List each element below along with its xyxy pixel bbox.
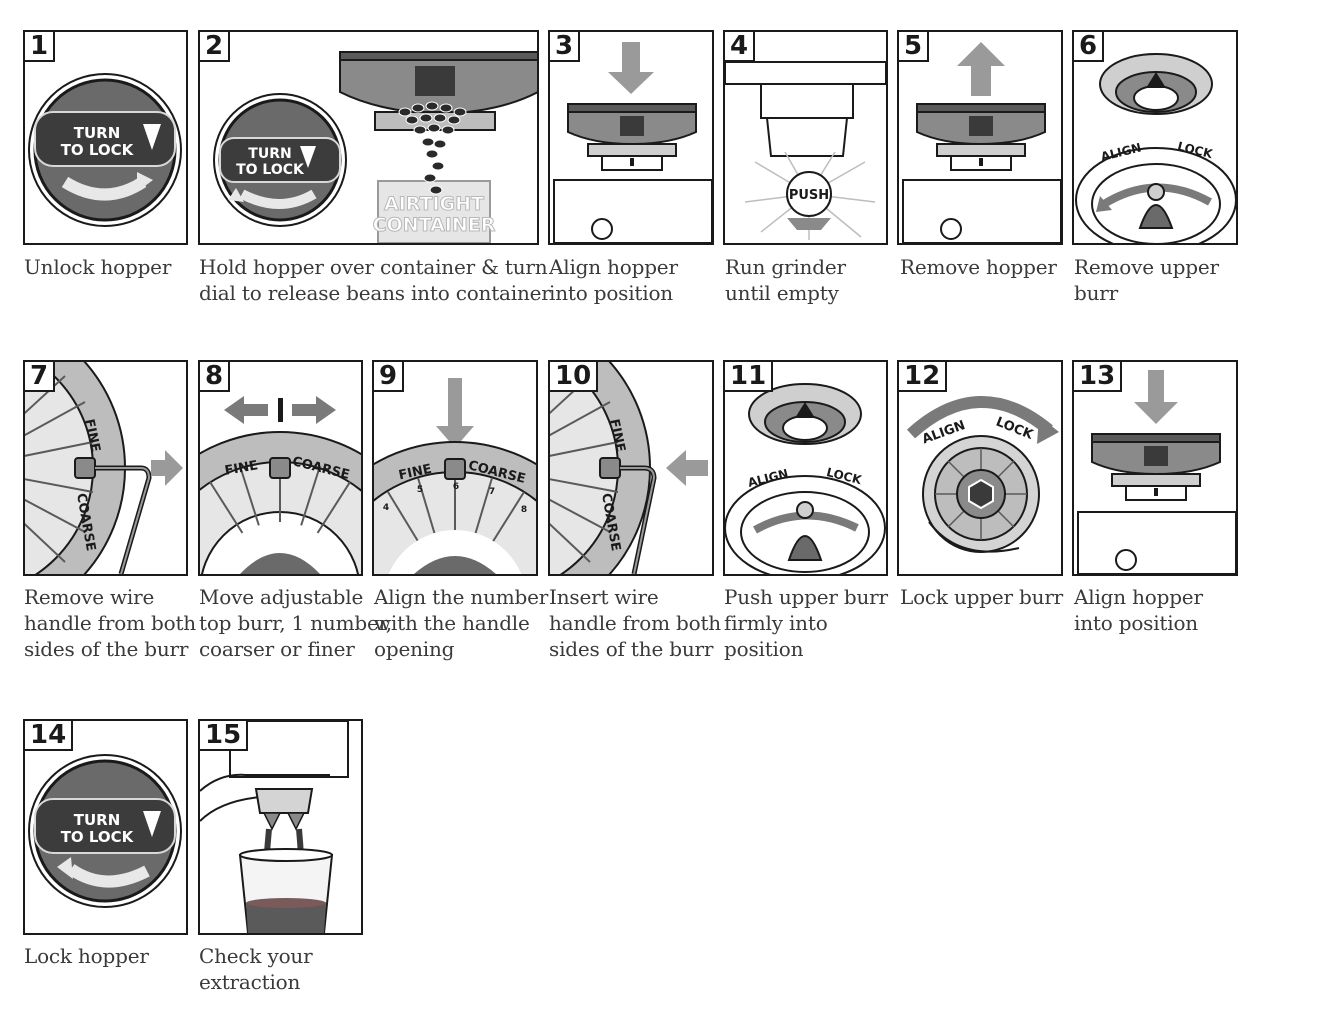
coffee-beans-icon	[398, 101, 467, 195]
step-5-caption: Remove hopper	[900, 255, 1057, 279]
scale-number: 8	[521, 505, 527, 515]
up-arrow-icon	[1146, 72, 1166, 88]
step-14-panel: 14 TURN TO LOCK	[23, 719, 188, 935]
step-7-panel: 7 FINE COARSE	[23, 360, 188, 576]
step-13-caption: Align hopper into position	[1074, 585, 1203, 635]
step-number: 15	[200, 721, 249, 751]
push-label: PUSH	[789, 188, 829, 203]
step-12-caption: Lock upper burr	[900, 585, 1064, 609]
step-number: 8	[200, 362, 231, 392]
fine-label: FINE	[81, 418, 103, 454]
step-1-panel: 1 TURN TO LOCK	[23, 30, 188, 245]
remove-handle-illustration: FINE COARSE	[25, 362, 183, 574]
step-2-caption: Hold hopper over container & turn dial t…	[199, 255, 551, 305]
push-button	[786, 171, 832, 217]
dial-text-2: TO LOCK	[61, 141, 135, 159]
remove-burr-illustration: ALIGN LOCK	[1075, 53, 1236, 243]
adjust-burr-illustration: FINE COARSE	[200, 396, 361, 574]
left-arrow-icon	[666, 450, 708, 486]
turn-arrow-icon	[67, 863, 150, 888]
step-8-caption: Move adjustable top burr, 1 number, coar…	[199, 585, 392, 661]
dial-text-2: TO LOCK	[61, 828, 135, 846]
fine-label: FINE	[224, 458, 260, 479]
portafilter	[254, 788, 314, 814]
pour-beans-illustration: TURN TO LOCK AIRTIGHT CONTAINER	[213, 51, 537, 243]
step-number: 4	[725, 32, 756, 62]
step-number: 3	[550, 32, 581, 62]
triangle-pointer-icon	[143, 811, 161, 837]
left-arrow-icon	[224, 396, 268, 424]
turn-arrow-icon	[906, 396, 1053, 439]
step-number: 13	[1074, 362, 1123, 392]
up-arrow-icon	[957, 42, 1005, 96]
step-number: 10	[550, 362, 599, 392]
step-number: 5	[899, 32, 930, 62]
step-6-caption: Remove upper burr	[1074, 255, 1219, 305]
step-number: 11	[725, 362, 774, 392]
step-9-panel: 9 FINE COARSE 4 5 6 7 8	[372, 360, 538, 576]
step-number: 2	[200, 32, 231, 62]
step-number: 6	[1074, 32, 1105, 62]
scale-number: 4	[383, 503, 389, 513]
step-11-panel: 11 ALIGN LOCK	[723, 360, 888, 576]
extraction-illustration	[200, 721, 349, 933]
step-15-caption: Check your extraction	[199, 944, 313, 994]
step-number: 14	[25, 721, 74, 751]
remove-hopper-illustration	[902, 42, 1061, 243]
right-arrow-icon	[151, 450, 183, 486]
step-5-panel: 5	[897, 30, 1063, 245]
fine-label: FINE	[606, 418, 628, 454]
align-number-illustration: FINE COARSE 4 5 6 7 8	[374, 378, 536, 574]
step-6-panel: 6 ALIGN LOCK	[1072, 30, 1238, 245]
triangle-pointer-icon	[143, 124, 161, 150]
step-2-panel: 2 TURN TO LOCK AIRTIGHT CONTAINER	[198, 30, 539, 245]
step-4-panel: 4 PUSH	[723, 30, 888, 245]
step-11-caption: Push upper burr firmly into position	[724, 585, 888, 661]
step-3-panel: 3	[548, 30, 714, 245]
step-number: 1	[25, 32, 56, 62]
unlock-dial-illustration: TURN TO LOCK	[28, 73, 182, 227]
lock-dial-illustration: TURN TO LOCK	[28, 754, 182, 908]
align-hopper-illustration	[1077, 370, 1236, 574]
fine-label: FINE	[397, 462, 433, 484]
down-arrow-icon	[436, 378, 474, 448]
step-14-caption: Lock hopper	[24, 944, 149, 968]
step-number: 9	[374, 362, 405, 392]
scale-number: 6	[453, 482, 459, 492]
triangle-pointer-icon	[300, 146, 316, 168]
container-text-1: AIRTIGHT	[384, 193, 484, 215]
step-8-panel: 8 FINE COARSE	[198, 360, 363, 576]
run-grinder-illustration: PUSH	[725, 61, 886, 240]
dial-text-2: TO LOCK	[236, 162, 305, 178]
lock-burr-illustration: ALIGN LOCK	[906, 396, 1059, 553]
turn-arrow-icon	[61, 176, 147, 201]
step-4-caption: Run grinder until empty	[725, 255, 846, 305]
step-13-panel: 13	[1072, 360, 1238, 576]
step-number: 12	[899, 362, 948, 392]
down-arrow-icon	[608, 42, 654, 94]
step-15-panel: 15	[198, 719, 363, 935]
step-12-panel: 12 ALIGN LOCK	[897, 360, 1063, 576]
scale-number: 5	[417, 485, 423, 495]
step-7-caption: Remove wire handle from both sides of th…	[24, 585, 196, 661]
step-9-caption: Align the number with the handle opening	[374, 585, 549, 661]
insert-handle-illustration: FINE COARSE	[550, 362, 708, 574]
dial-text-1: TURN	[74, 124, 121, 142]
dial-text-1: TURN	[74, 811, 121, 829]
step-1-caption: Unlock hopper	[24, 255, 172, 279]
push-burr-illustration: ALIGN LOCK	[725, 383, 886, 574]
right-arrow-icon	[292, 396, 336, 424]
step-10-caption: Insert wire handle from both sides of th…	[549, 585, 721, 661]
scale-number: 7	[489, 487, 495, 497]
align-hopper-illustration	[553, 42, 712, 243]
dial-text-1: TURN	[248, 146, 291, 162]
container-text-2: CONTAINER	[373, 214, 496, 236]
step-number: 7	[25, 362, 56, 392]
step-10-panel: 10 FINE COARSE	[548, 360, 714, 576]
step-3-caption: Align hopper into position	[549, 255, 678, 305]
down-arrow-icon	[1134, 370, 1178, 424]
